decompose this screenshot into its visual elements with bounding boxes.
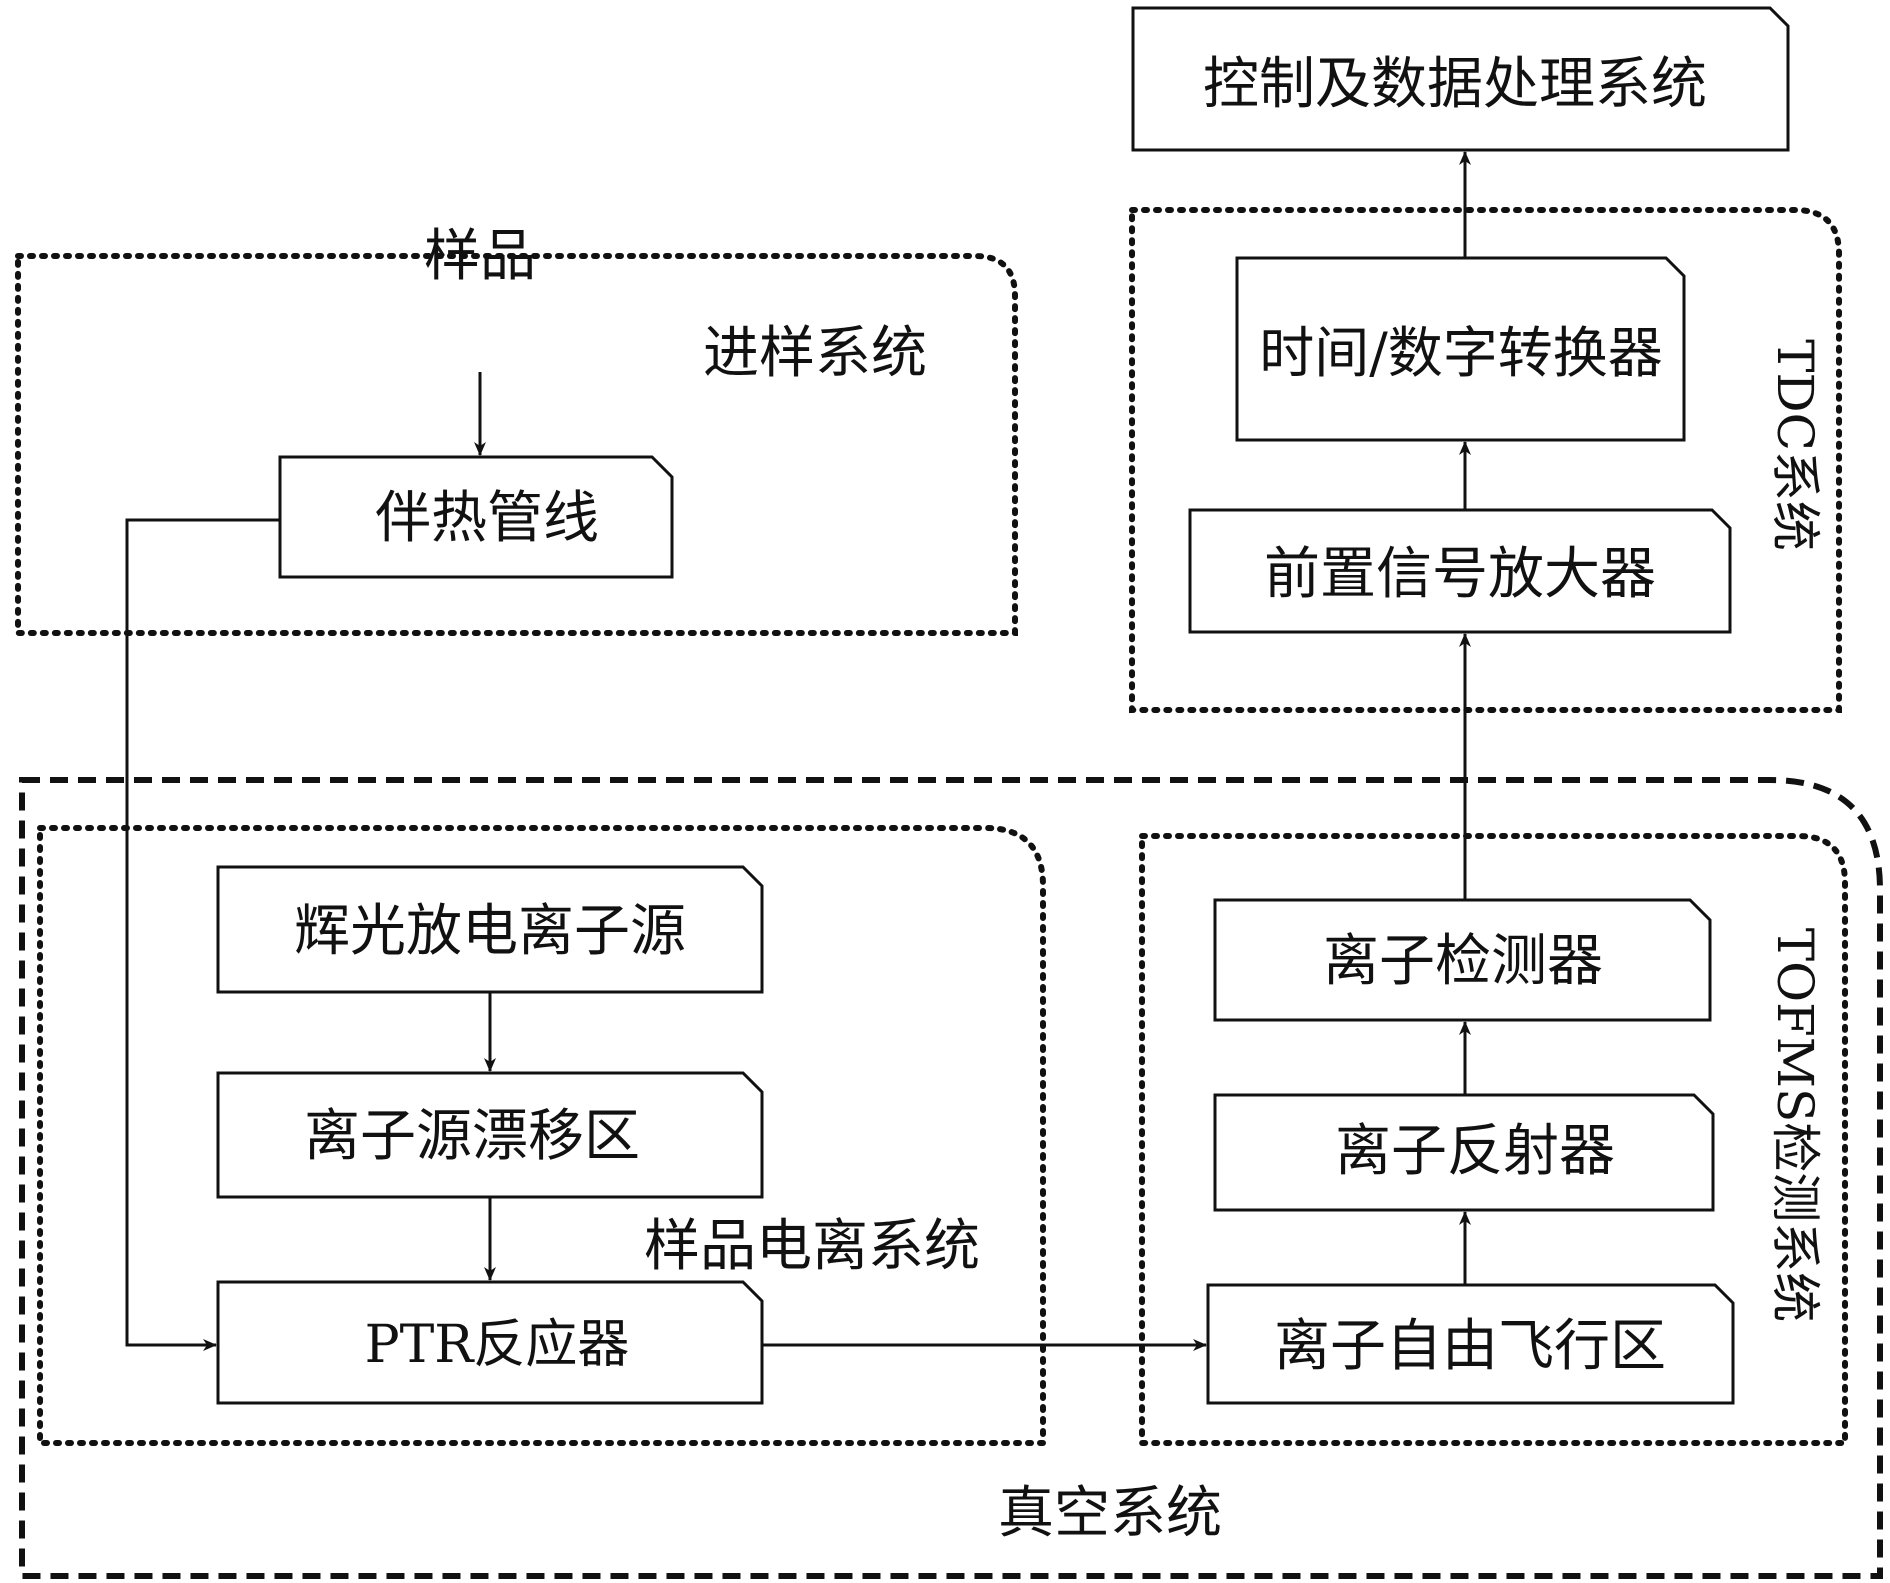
glow-source-label: 辉光放电离子源 [294,899,686,964]
sampling-system-label: 进样系统 [703,321,927,386]
reflector-box [1213,1093,1715,1212]
ionization-system-group [37,825,1046,1446]
control-processing-label: 控制及数据处理系统 [1203,52,1707,117]
vacuum-system-label: 真空系统 [998,1481,1222,1546]
drift-region-label: 离子源漂移区 [304,1104,640,1169]
tdc-system-group [1129,207,1842,713]
control-processing-box [1131,6,1790,152]
sample-label: 样品 [424,224,536,289]
tdc-converter-label: 时间/数字转换器 [1259,321,1663,385]
tofms-system-label: TOFMS检测系统 [1766,928,1824,1322]
sampling-system-group [15,253,1018,636]
ptr-reactor-label: PTR反应器 [365,1315,630,1375]
ptr-reactor-box [216,1280,764,1405]
free-flight-box [1206,1283,1735,1405]
vacuum-system-group [19,777,1883,1579]
glow-source-box [216,865,764,994]
heated-line-box [278,455,674,579]
preamp-label: 前置信号放大器 [1264,542,1656,607]
ionization-system-label: 样品电离系统 [644,1214,980,1279]
tdc-system-label: TDC系统 [1766,339,1824,551]
preamp-box [1188,508,1732,634]
detector-label: 离子检测器 [1323,929,1603,994]
tofms-system-group [1139,833,1848,1446]
free-flight-label: 离子自由飞行区 [1274,1314,1666,1379]
drift-region-box [216,1071,764,1199]
tdc-converter-box [1235,256,1686,442]
reflector-label: 离子反射器 [1335,1119,1615,1184]
detector-box [1213,898,1712,1022]
heated-line-label: 伴热管线 [375,486,599,551]
arrow-heated-line-to-ptr [125,518,280,1351]
